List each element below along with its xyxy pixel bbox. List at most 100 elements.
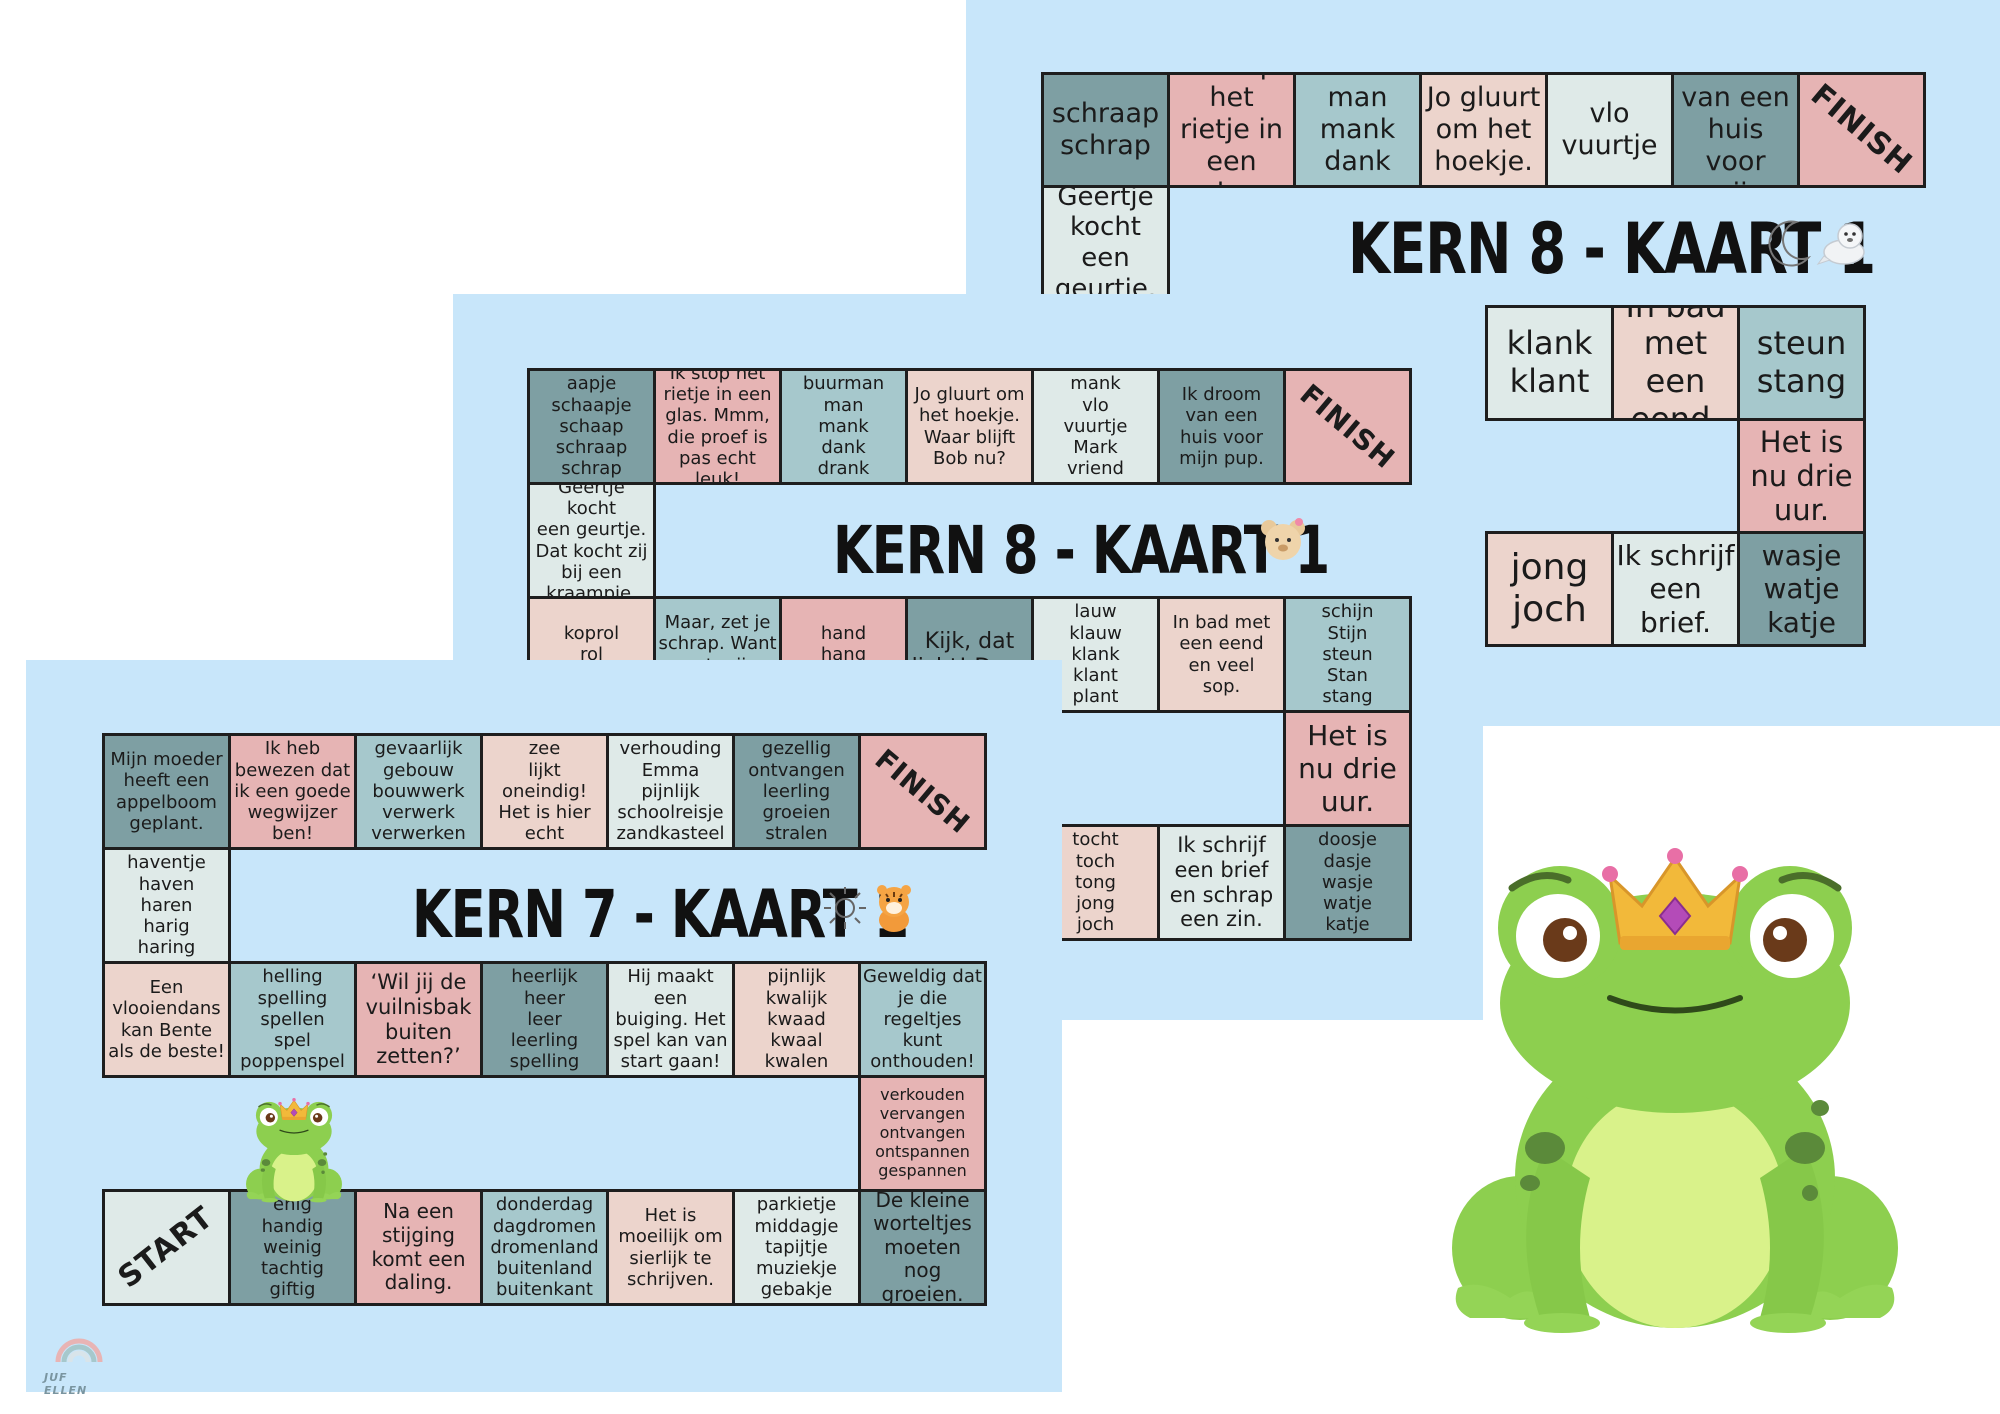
board-square-text: buurman man mank dank drank [802,373,885,480]
board-square-text: Ik schrijf een brief en schrap een zin. [1169,832,1274,932]
board-square-text: Een vlooiendans kan Bente als de beste! [108,977,225,1062]
board-square-text: Geertje kocht een geurtje. Dat kocht zij… [535,482,648,599]
board-square: buurman man mank dank drank [779,368,908,485]
board-square-text: helling spelling spellen spel poppenspel [240,966,345,1073]
board-square: wasje watje katje [1737,531,1866,647]
board-square: haventje haven haren harig haring [102,847,231,964]
board-square: gevaarlijk gebouw bouwwerk verwerk verwe… [354,733,483,850]
board-square: Jo gluurt om het hoekje. Waar blijft Bob… [905,368,1034,485]
board-square: Na een stijging komt een daling. [354,1189,483,1306]
board-square-text: steun stang [1756,324,1847,400]
board-square-text: Ik droom van een huis voor mijn pup. [1681,75,1790,185]
board-square-text: jong joch [1510,546,1589,630]
board-square: donderdag dagdromen dromenland buitenlan… [480,1189,609,1306]
board-square: klank klant [1485,305,1614,421]
board-square: Geertje kocht een geurtje. [1041,185,1170,301]
board-square: De kleine worteltjes moeten nog groeien. [858,1189,987,1306]
board-square: Ik stop het rietje in een glas. Mmm, die… [653,368,782,485]
board-square-text: parkietje middagje tapijtje muziekje geb… [754,1194,839,1301]
frog-king-illustration [1450,848,1900,1336]
board-square: man mank dank [1293,72,1422,188]
board-square: Het is nu drie uur. [1737,418,1866,534]
board-square: In bad met een eend en veel sop. [1157,596,1286,713]
board-square-text: Na een stijging komt een daling. [371,1199,466,1295]
board-square-text: Jo gluurt om het hoekje. [1426,82,1541,177]
board-square: pijnlijk kwalijk kwaad kwaal kwalen [732,961,861,1078]
board-square: ‘Wil jij de vuilnisbak buiten zetten?’ [354,961,483,1078]
board-square: mank vlo vuurtje Mark vriend [1031,368,1160,485]
sun-icon [822,885,868,936]
board-square: Mijn moeder heeft een appelboom geplant. [102,733,231,850]
board-square: heerlijk heer leer leerling spelling [480,961,609,1078]
board-square-text: lauw klauw klank klant plant [1069,601,1122,708]
bear-icon [1257,516,1309,569]
frog-king-icon [244,1097,344,1204]
board-square-text: gevaarlijk gebouw bouwwerk verwerk verwe… [371,738,466,845]
rainbow-icon [55,1338,103,1363]
board-square: Wauw, de zee lijkt oneindig! Het is hier… [480,733,609,850]
board-square: Ik schrijf een brief. [1611,531,1740,647]
board-square-text: Het is nu drie uur. [1750,424,1853,528]
board-square: Geertje kocht een geurtje. Dat kocht zij… [527,482,656,599]
board-square: Een vlooiendans kan Bente als de beste! [102,961,231,1078]
board-square: Geweldig dat je die regeltjes kunt ontho… [858,961,987,1078]
board-square-text: pijnlijk kwalijk kwaad kwaal kwalen [764,966,829,1073]
board-square-text: tocht toch tong jong joch [1072,829,1119,936]
board-square-text: wasje watje katje [1761,539,1842,639]
board-square: vlo vuurtje [1545,72,1674,188]
start-square-text: START [112,1199,221,1296]
logo-text: JUF ELLEN [44,1371,88,1397]
board-square-text: Ik stop het rietje in een glas. Mmm, die… [663,368,772,485]
board-square-text: Geweldig dat je die regeltjes kunt ontho… [863,966,982,1073]
board-square-text: De kleine worteltjes moeten nog groeien. [873,1189,972,1306]
board-square: doosje dasje wasje watje katje [1283,824,1412,941]
board-square-text: haventje haven haren harig haring [127,852,206,959]
board-square-text: In bad met een eend. [1625,305,1726,421]
board-square: gezellig ontvangen leerling groeien stra… [732,733,861,850]
finish-square: FINISH [1283,368,1412,485]
board-square-text: verhouding Emma pijnlijk schoolreisje za… [616,738,725,845]
board-square-text: Het is nu drie uur. [1298,718,1397,819]
board-square-text: Ik heb bewezen dat ik een goede wegwijze… [234,738,351,845]
board-square-text: mank vlo vuurtje Mark vriend [1063,373,1128,480]
board-square: aapje schaapje schaap schraap schrap [527,368,656,485]
board-square-text: Geertje kocht een geurtje. [1054,185,1157,301]
board-square-text: In bad met een eend en veel sop. [1172,612,1271,697]
board-square-text: klank klant [1506,324,1593,400]
finish-square-text: FINISH [1804,77,1920,183]
board-square-text: schraap schrap [1051,98,1160,161]
board-square: Het is moeilijk om sierlijk te schrijven… [606,1189,735,1306]
finish-square: FINISH [1797,72,1926,188]
board-square: steun stang [1737,305,1866,421]
finish-square-text: FINISH [1293,377,1402,476]
board-square: Jo gluurt om het hoekje. [1419,72,1548,188]
board-square-text: Hij maakt een buiging. Het spel kan van … [613,966,728,1073]
board-square: parkietje middagje tapijtje muziekje geb… [732,1189,861,1306]
board-square: verhouding Emma pijnlijk schoolreisje za… [606,733,735,850]
board-square-text: Wauw, de zee lijkt oneindig! Het is hier… [498,736,591,847]
card-title: KERN 7 - KAART 1 [412,876,909,953]
board-square-text: ‘Wil jij de vuilnisbak buiten zetten?’ [365,969,472,1069]
board-square-text: heerlijk heer leer leerling spelling [509,966,580,1073]
board-square-text: aapje schaapje schaap schraap schrap [551,373,632,480]
board-square: Ik heb bewezen dat ik een goede wegwijze… [228,733,357,850]
board-square: jong joch [1485,531,1614,647]
board-square-text: Jo gluurt om het hoekje. Waar blijft Bob… [914,384,1025,469]
board-square-text: verkouden vervangen ontvangen ontspannen… [875,1085,970,1180]
board-square-text: man mank dank [1319,82,1396,177]
board-square-text: gezellig ontvangen leerling groeien stra… [748,738,845,845]
finish-square-text: FINISH [868,742,977,841]
board-square-text: schijn Stijn steun Stan stang [1321,601,1374,708]
board-square: Het is nu drie uur. [1283,710,1412,827]
board-square-text: donderdag dagdromen dromenland buitenlan… [490,1194,599,1301]
board-square: Ik stop het rietje in een glas. [1167,72,1296,188]
juf-ellen-logo: JUF ELLEN [44,1322,114,1397]
board-square: Ik schrijf een brief en schrap een zin. [1157,824,1286,941]
tiger-icon [870,882,918,939]
board-square: Ik droom van een huis voor mijn pup. [1157,368,1286,485]
board-square: enig handig weinig tachtig giftig [228,1189,357,1306]
board-square: Ik droom van een huis voor mijn pup. [1671,72,1800,188]
board-square-text: Ik droom van een huis voor mijn pup. [1179,384,1264,469]
board-square: In bad met een eend. [1611,305,1740,421]
board-square: schraap schrap [1041,72,1170,188]
